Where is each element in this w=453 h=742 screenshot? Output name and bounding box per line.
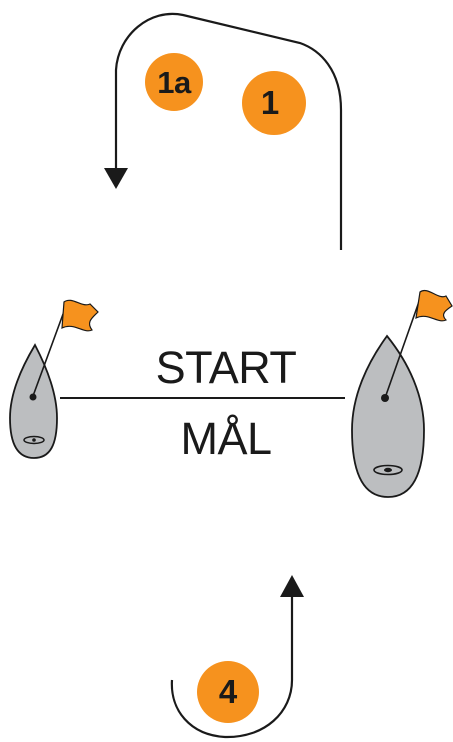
right-boat-hull <box>351 334 425 498</box>
right-boat-cockpit-dot <box>384 467 392 473</box>
right-flag-icon <box>415 290 453 322</box>
mark-1a-buoy <box>145 53 203 111</box>
right-boat-mast <box>381 394 389 402</box>
mark-1-label: 1 <box>260 84 280 121</box>
right-boat-cockpit <box>373 464 403 476</box>
mark-4-buoy <box>197 661 259 723</box>
finish-label: MÅL <box>180 413 272 464</box>
right-flag-pole <box>384 295 422 399</box>
arrow-up-icon <box>280 575 304 597</box>
mark-1a-label: 1a <box>157 65 191 100</box>
course-path-upwind <box>114 12 343 250</box>
start-label: START <box>155 342 297 393</box>
course-path-downwind <box>170 597 294 739</box>
left-flag-icon <box>61 299 99 332</box>
left-boat-mast <box>29 393 37 401</box>
left-boat-hull <box>9 343 58 459</box>
left-boat-cockpit-dot <box>32 438 36 442</box>
left-boat-cockpit <box>23 435 45 445</box>
mark-4-label: 4 <box>218 673 238 710</box>
arrow-down-icon <box>104 168 128 189</box>
mark-1-buoy <box>242 71 306 135</box>
left-flag-pole <box>32 305 67 397</box>
